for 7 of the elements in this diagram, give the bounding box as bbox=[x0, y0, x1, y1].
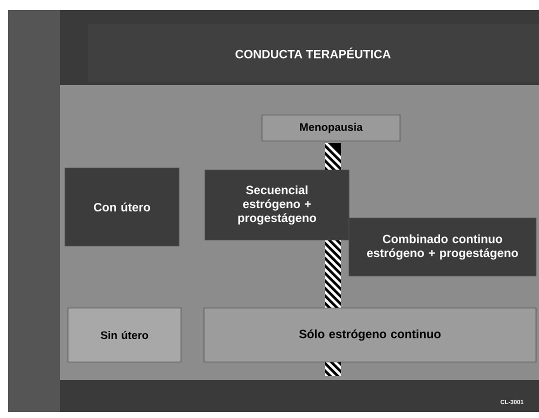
label-box: Secuencial estrógeno + progestágeno bbox=[204, 170, 350, 240]
label-box: Combinado continuo estrógeno + progestágeno bbox=[348, 218, 536, 276]
label-box: Sin útero bbox=[68, 308, 182, 362]
label-box: Sólo estrógeno continuo bbox=[204, 308, 536, 362]
slide-title: CONDUCTA TERAPÉUTICA bbox=[236, 48, 391, 58]
label-box: Menopausia bbox=[262, 114, 400, 142]
label-box: Con útero bbox=[64, 168, 180, 246]
